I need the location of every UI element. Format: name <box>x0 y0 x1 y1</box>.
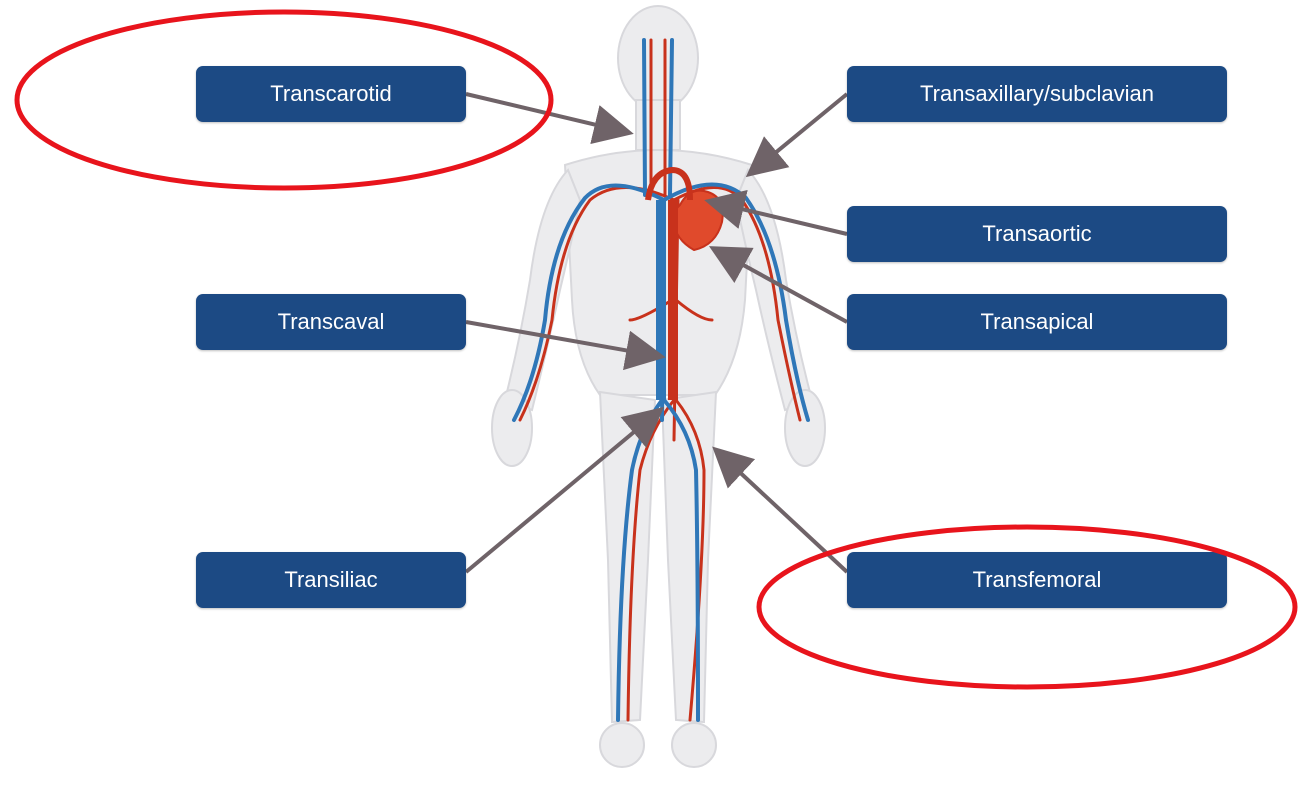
vena-cava <box>656 200 666 400</box>
descending-aorta <box>668 200 678 400</box>
arrow-transfemoral <box>718 452 847 572</box>
label-transaortic: Transaortic <box>847 206 1227 262</box>
arrow-transcarotid <box>466 94 626 132</box>
label-transapical: Transapical <box>847 294 1227 350</box>
label-transcaval: Transcaval <box>196 294 466 350</box>
label-transiliac: Transiliac <box>196 552 466 608</box>
arrow-transaxillary <box>752 94 847 172</box>
label-transaxillary-subclavian: Transaxillary/subclavian <box>847 66 1227 122</box>
label-transfemoral: Transfemoral <box>847 552 1227 608</box>
label-transcarotid: Transcarotid <box>196 66 466 122</box>
